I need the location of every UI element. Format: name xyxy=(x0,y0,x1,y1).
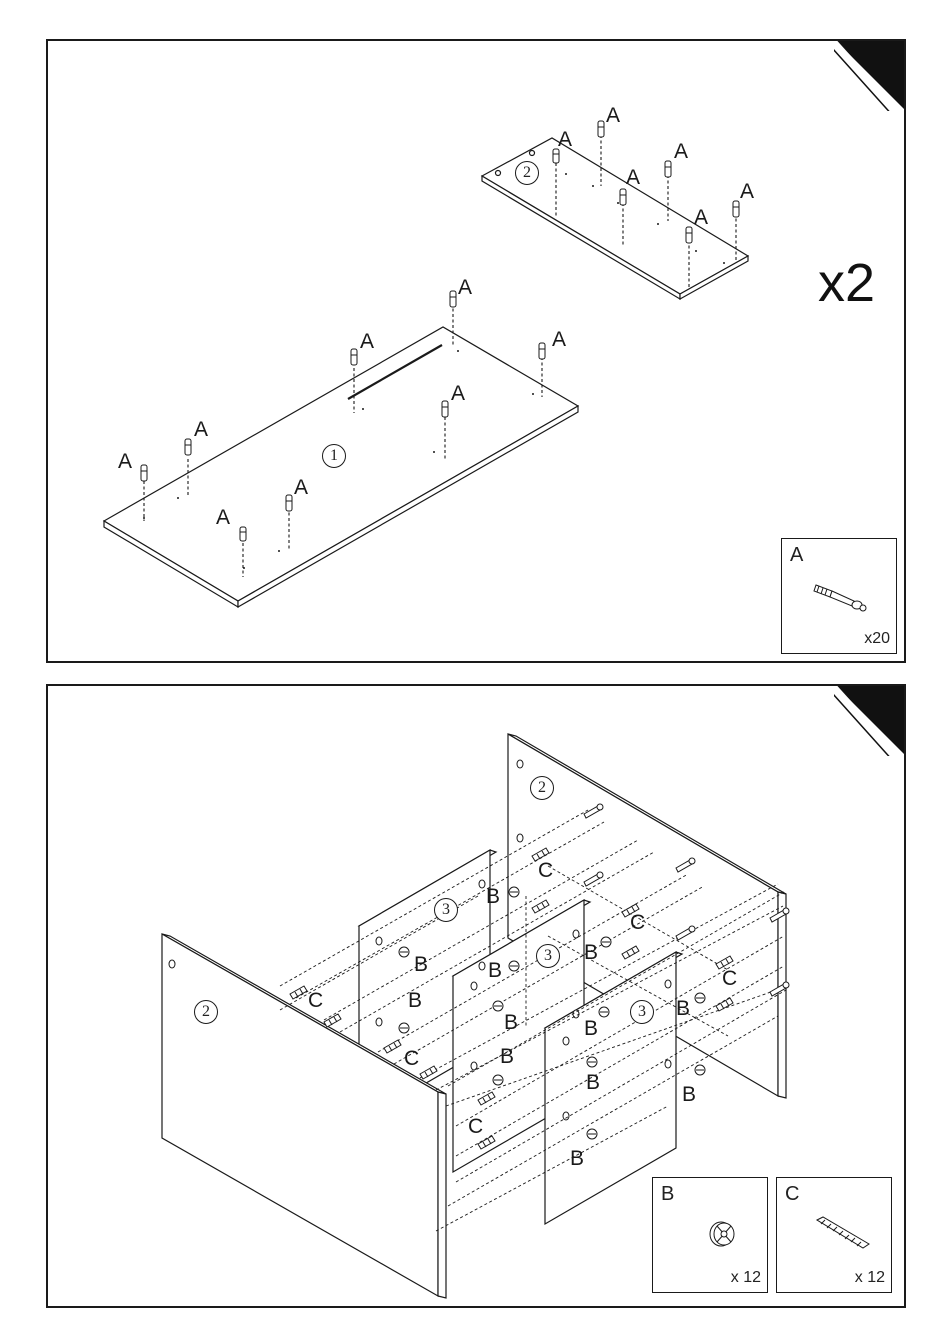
bolt-a-icon xyxy=(539,343,545,359)
dowel-label: C xyxy=(404,1048,419,1069)
bolt-label: A xyxy=(674,141,688,162)
cam-label: B xyxy=(676,998,690,1019)
bolt-label: A xyxy=(451,383,465,404)
legend-letter: A xyxy=(790,545,803,565)
bolt-a-icon xyxy=(240,527,246,541)
bolt-label: A xyxy=(626,167,640,188)
bolt-label: A xyxy=(552,329,566,350)
bolt-a-icon xyxy=(442,401,448,417)
bolt-a-icon xyxy=(450,291,456,307)
cam-label: B xyxy=(486,886,500,907)
cam-label: B xyxy=(682,1084,696,1105)
dowel-label: C xyxy=(630,912,645,933)
cam-label: B xyxy=(504,1012,518,1033)
step-1-panel: 1 2 x2 A A A A A A A A A A A A A A A x20 xyxy=(46,39,906,663)
bolt-a-icon xyxy=(351,349,357,365)
dowel-c-icon xyxy=(324,1014,341,1027)
dowel-label: C xyxy=(722,968,737,989)
bolt-label: A xyxy=(694,207,708,228)
bolt-label: A xyxy=(294,477,308,498)
bolt-a-icon xyxy=(185,439,191,455)
part-number-front-panel: 2 xyxy=(194,1000,218,1024)
cam-label: B xyxy=(586,1072,600,1093)
bolt-label: A xyxy=(558,129,572,150)
bolt-label: A xyxy=(740,181,754,202)
bolt-label: A xyxy=(360,331,374,352)
part-number-shelf: 3 xyxy=(630,1000,654,1024)
bolt-label: A xyxy=(118,451,132,472)
dowel-label: C xyxy=(308,990,323,1011)
dowel-label: C xyxy=(468,1116,483,1137)
bolt-a-icon xyxy=(141,465,147,481)
legend-cam-lock-b: B x 12 xyxy=(652,1177,768,1293)
legend-letter: B xyxy=(661,1184,674,1204)
bolt-a-icon xyxy=(620,189,626,205)
part-number-side-panel: 2 xyxy=(515,161,539,185)
cam-lock-b-icon xyxy=(587,1057,597,1067)
cam-label: B xyxy=(414,954,428,975)
legend-quantity: x20 xyxy=(864,631,890,647)
legend-dowel-c: C x 12 xyxy=(776,1177,892,1293)
cam-bolt-icon xyxy=(810,577,870,617)
part-number-shelf: 3 xyxy=(434,898,458,922)
cam-label: B xyxy=(570,1148,584,1169)
legend-letter: C xyxy=(785,1184,799,1204)
cam-label: B xyxy=(408,990,422,1011)
legend-quantity: x 12 xyxy=(855,1270,885,1286)
step-2-panel: 2 2 3 3 3 C C C C C C B B B B B B B B B … xyxy=(46,684,906,1308)
part-number-top-panel: 1 xyxy=(322,444,346,468)
part-number-shelf: 3 xyxy=(536,944,560,968)
bolt-a-icon xyxy=(665,161,671,177)
bolt-label: A xyxy=(194,419,208,440)
cam-lock-b-icon xyxy=(587,1129,597,1139)
cam-label: B xyxy=(488,960,502,981)
cam-lock-b-icon xyxy=(599,1007,609,1017)
quantity-multiplier: x2 xyxy=(818,256,875,310)
bolt-a-icon xyxy=(598,121,604,137)
bolt-a-icon xyxy=(286,495,292,511)
legend-bolt-a: A x20 xyxy=(781,538,897,654)
cam-lock-b-icon xyxy=(399,947,409,957)
step-1-diagram xyxy=(48,41,906,663)
cam-label: B xyxy=(584,942,598,963)
cam-lock-b-icon xyxy=(695,993,705,1003)
cam-lock-b-icon xyxy=(601,937,611,947)
cam-lock-icon xyxy=(703,1212,743,1252)
part-number-back-panel: 2 xyxy=(530,776,554,800)
bolt-label: A xyxy=(216,507,230,528)
wood-dowel-icon xyxy=(813,1214,873,1254)
bolt-label: A xyxy=(458,277,472,298)
bolt-a-icon xyxy=(553,149,559,163)
cam-lock-b-icon xyxy=(695,1065,705,1075)
cam-lock-b-icon xyxy=(399,1023,409,1033)
legend-quantity: x 12 xyxy=(731,1270,761,1286)
cam-label: B xyxy=(500,1046,514,1067)
cam-lock-b-icon xyxy=(509,961,519,971)
cam-lock-b-icon xyxy=(493,1001,503,1011)
bolt-label: A xyxy=(606,105,620,126)
cam-lock-b-icon xyxy=(509,887,519,897)
bolt-a-icon xyxy=(686,227,692,243)
cam-label: B xyxy=(584,1018,598,1039)
cam-lock-b-icon xyxy=(493,1075,503,1085)
bolt-a-icon xyxy=(733,201,739,217)
dowel-label: C xyxy=(538,860,553,881)
